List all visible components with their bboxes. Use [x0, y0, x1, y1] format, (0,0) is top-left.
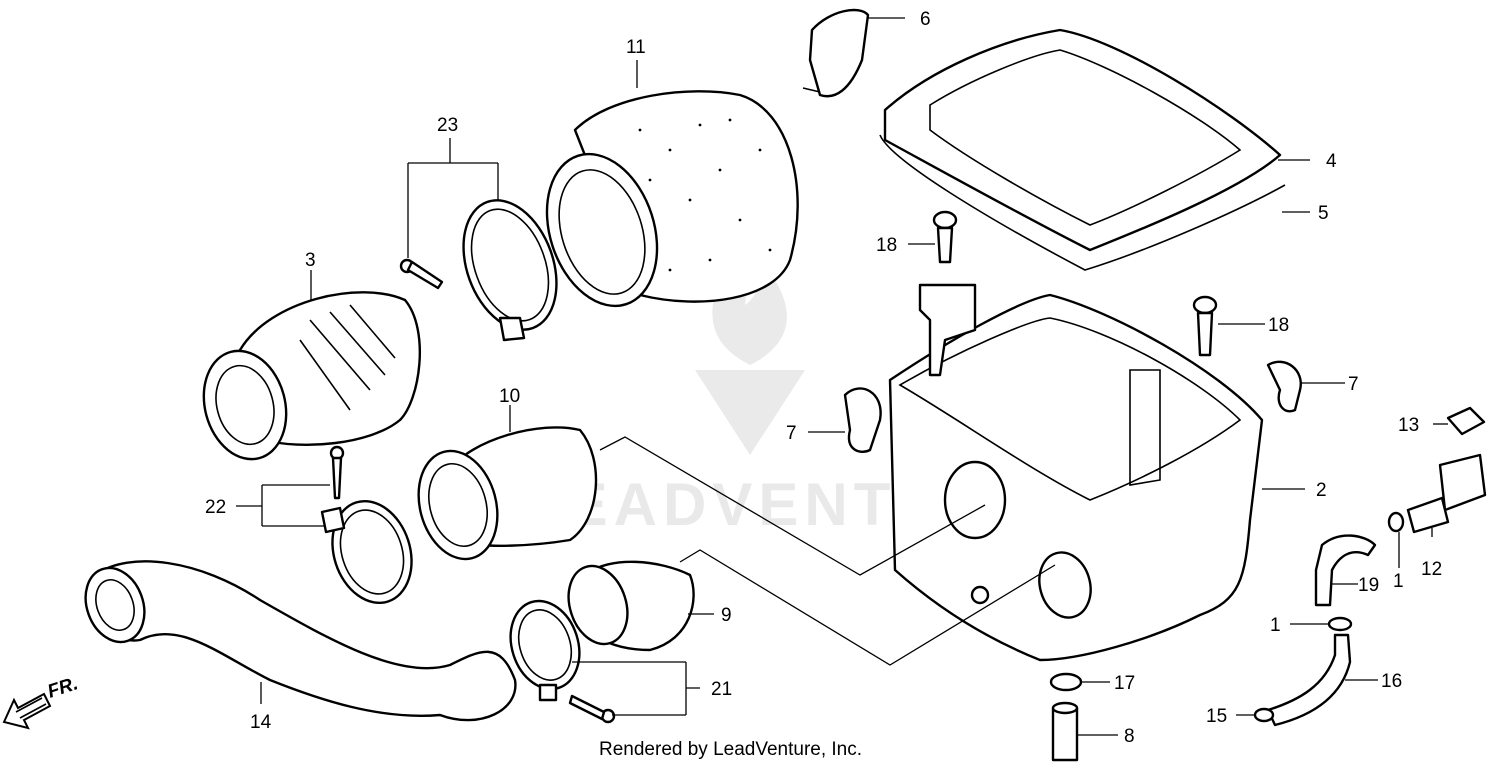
part-19-elbow-tube: [1314, 534, 1377, 607]
part-7-clip-left: [843, 387, 882, 453]
render-credit: Rendered by LeadVenture, Inc.: [599, 739, 862, 760]
leader-lines: [236, 17, 1448, 736]
part-2-air-cleaner-case: [888, 283, 1264, 662]
callout-22: 22: [205, 497, 226, 518]
callout-6: 6: [920, 9, 931, 30]
callout-9: 9: [721, 605, 732, 626]
part-21-screw: [568, 694, 616, 724]
part-23-band-clamp: [462, 199, 558, 342]
part-18-clip-right: [1192, 295, 1218, 357]
part-7-clip-right: [1266, 360, 1302, 413]
callout-17: 17: [1114, 673, 1135, 694]
callout-4: 4: [1326, 151, 1337, 172]
callout-21: 21: [711, 679, 732, 700]
callout-13: 13: [1398, 415, 1419, 436]
part-12-drain-fitting: [1406, 453, 1487, 534]
part-22-band-clamp: [320, 499, 413, 605]
callout-11: 11: [626, 37, 646, 58]
part-17-clip: [1049, 672, 1083, 692]
callout-23: 23: [437, 115, 458, 136]
front-direction-label: FR.: [45, 673, 81, 702]
part-1-clip-upper: [1387, 511, 1405, 533]
part-10-corrugated-tube: [417, 426, 598, 561]
part-6-bracket: [802, 8, 870, 98]
callout-3: 3: [305, 250, 316, 271]
callout-14: 14: [250, 712, 272, 733]
callout-1-upper: 1: [1393, 571, 1404, 592]
callout-1-lower: 1: [1270, 615, 1281, 636]
callout-12: 12: [1421, 559, 1442, 580]
part-11-filter-element: [545, 90, 799, 308]
part-4-air-cleaner-cover: [883, 28, 1282, 252]
callout-10: 10: [499, 386, 520, 407]
part-16-hose: [1266, 633, 1352, 727]
part-9-boot: [567, 560, 695, 652]
callout-16: 16: [1381, 671, 1402, 692]
part-8-drain-tube: [1051, 701, 1079, 762]
callout-labels: 11 23 3 10 22 14 9 21 6 4 5 18 18 7 7 13…: [205, 9, 1442, 747]
callout-18-right: 18: [1268, 315, 1289, 336]
part-23-screw: [399, 258, 444, 290]
callout-19: 19: [1358, 575, 1379, 596]
assembly-lines: [599, 436, 1056, 666]
callout-8: 8: [1124, 726, 1135, 747]
part-22-screw: [329, 445, 345, 500]
callout-18-left: 18: [876, 235, 897, 256]
part-18-clip-left: [932, 210, 958, 264]
callout-15: 15: [1206, 706, 1227, 727]
part-1-clip-lower: [1327, 616, 1353, 632]
part-5-cover-gasket: [879, 134, 1286, 271]
part-3-mesh-filter: [202, 291, 422, 461]
part-13-block: [1446, 406, 1486, 436]
part-21-band-clamp: [509, 599, 581, 702]
callout-7-right: 7: [1348, 374, 1359, 395]
callout-7-left: 7: [786, 423, 797, 444]
part-14-intake-duct: [84, 560, 517, 722]
front-direction-indicator: FR.: [2, 673, 81, 730]
part-15-clip: [1253, 707, 1275, 723]
callout-2: 2: [1316, 480, 1327, 501]
callout-5: 5: [1318, 203, 1329, 224]
